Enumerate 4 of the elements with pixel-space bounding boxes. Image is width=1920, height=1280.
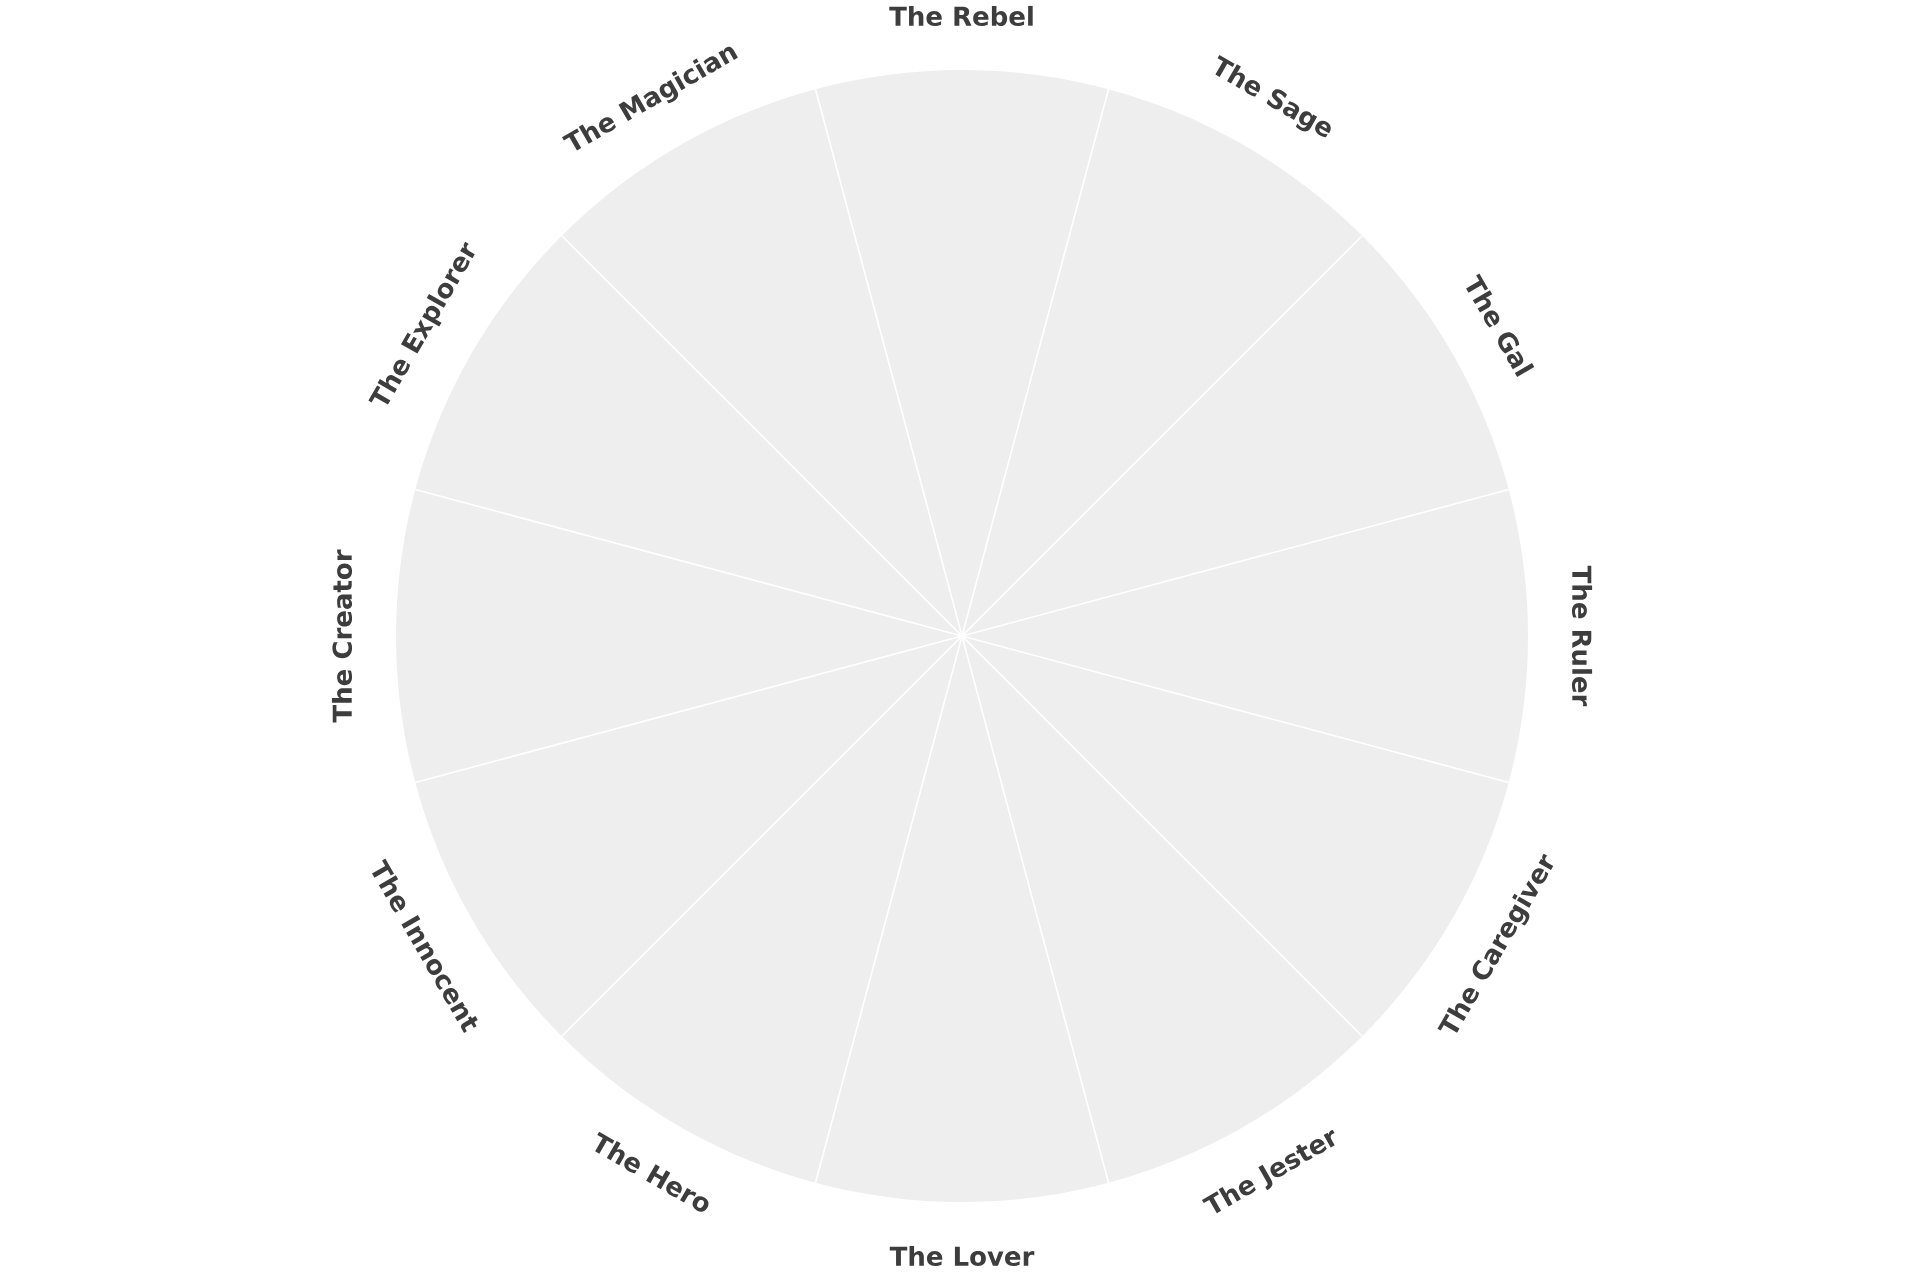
segment-label: The Lover [889, 1245, 1035, 1267]
segment-label: The Creator [331, 549, 353, 723]
segment-label: The Ruler [1571, 565, 1593, 707]
segment-label: The Rebel [889, 5, 1033, 27]
